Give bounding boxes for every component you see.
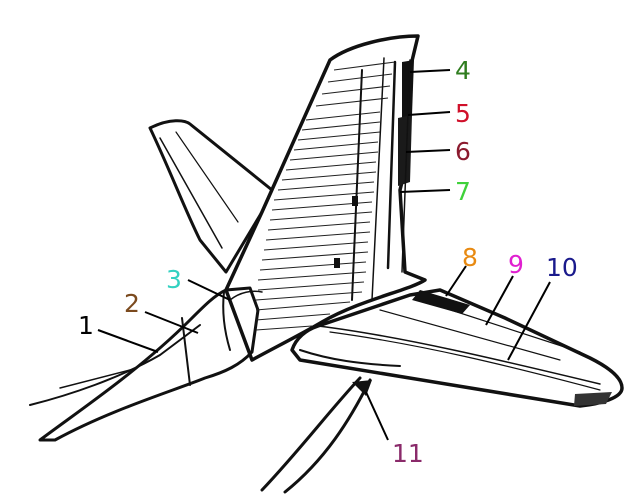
callout-3: 3 bbox=[166, 265, 182, 294]
leader-7 bbox=[399, 189, 451, 193]
leader-8 bbox=[445, 265, 467, 297]
rudder-dark-panels bbox=[398, 60, 414, 186]
callout-1: 1 bbox=[78, 311, 94, 340]
callout-10: 10 bbox=[546, 253, 578, 282]
left-horizontal-stabilizer bbox=[148, 119, 274, 274]
right-horizontal-stabilizer bbox=[290, 288, 624, 408]
callout-5: 5 bbox=[455, 99, 471, 128]
leader-5 bbox=[407, 111, 451, 116]
callout-6: 6 bbox=[455, 137, 471, 166]
callout-labels: 1 2 3 4 5 6 7 8 9 10 11 bbox=[78, 56, 578, 468]
callout-2: 2 bbox=[124, 289, 140, 318]
fuselage-tail-cone bbox=[29, 286, 263, 442]
fin-surface-hatching bbox=[255, 61, 396, 331]
leader-2 bbox=[144, 311, 199, 334]
leader-1 bbox=[97, 329, 159, 353]
callout-9: 9 bbox=[508, 250, 524, 279]
leader-10 bbox=[507, 281, 551, 361]
ventral-fin bbox=[260, 376, 372, 494]
leader-3 bbox=[187, 279, 231, 301]
vertical-fin bbox=[224, 34, 427, 362]
leader-4 bbox=[409, 69, 451, 73]
callout-7: 7 bbox=[455, 177, 471, 206]
callout-8: 8 bbox=[462, 243, 478, 272]
callout-11: 11 bbox=[392, 439, 424, 468]
fin-hinge-mark bbox=[352, 196, 358, 206]
leader-lines bbox=[97, 69, 551, 441]
fin-hinge-mark bbox=[334, 258, 340, 268]
leader-6 bbox=[405, 149, 451, 153]
leader-9 bbox=[485, 275, 514, 326]
stabilizer-tip bbox=[574, 392, 612, 406]
leader-11 bbox=[365, 391, 389, 441]
elevator-root-dark bbox=[412, 290, 470, 314]
callout-4: 4 bbox=[455, 56, 471, 85]
